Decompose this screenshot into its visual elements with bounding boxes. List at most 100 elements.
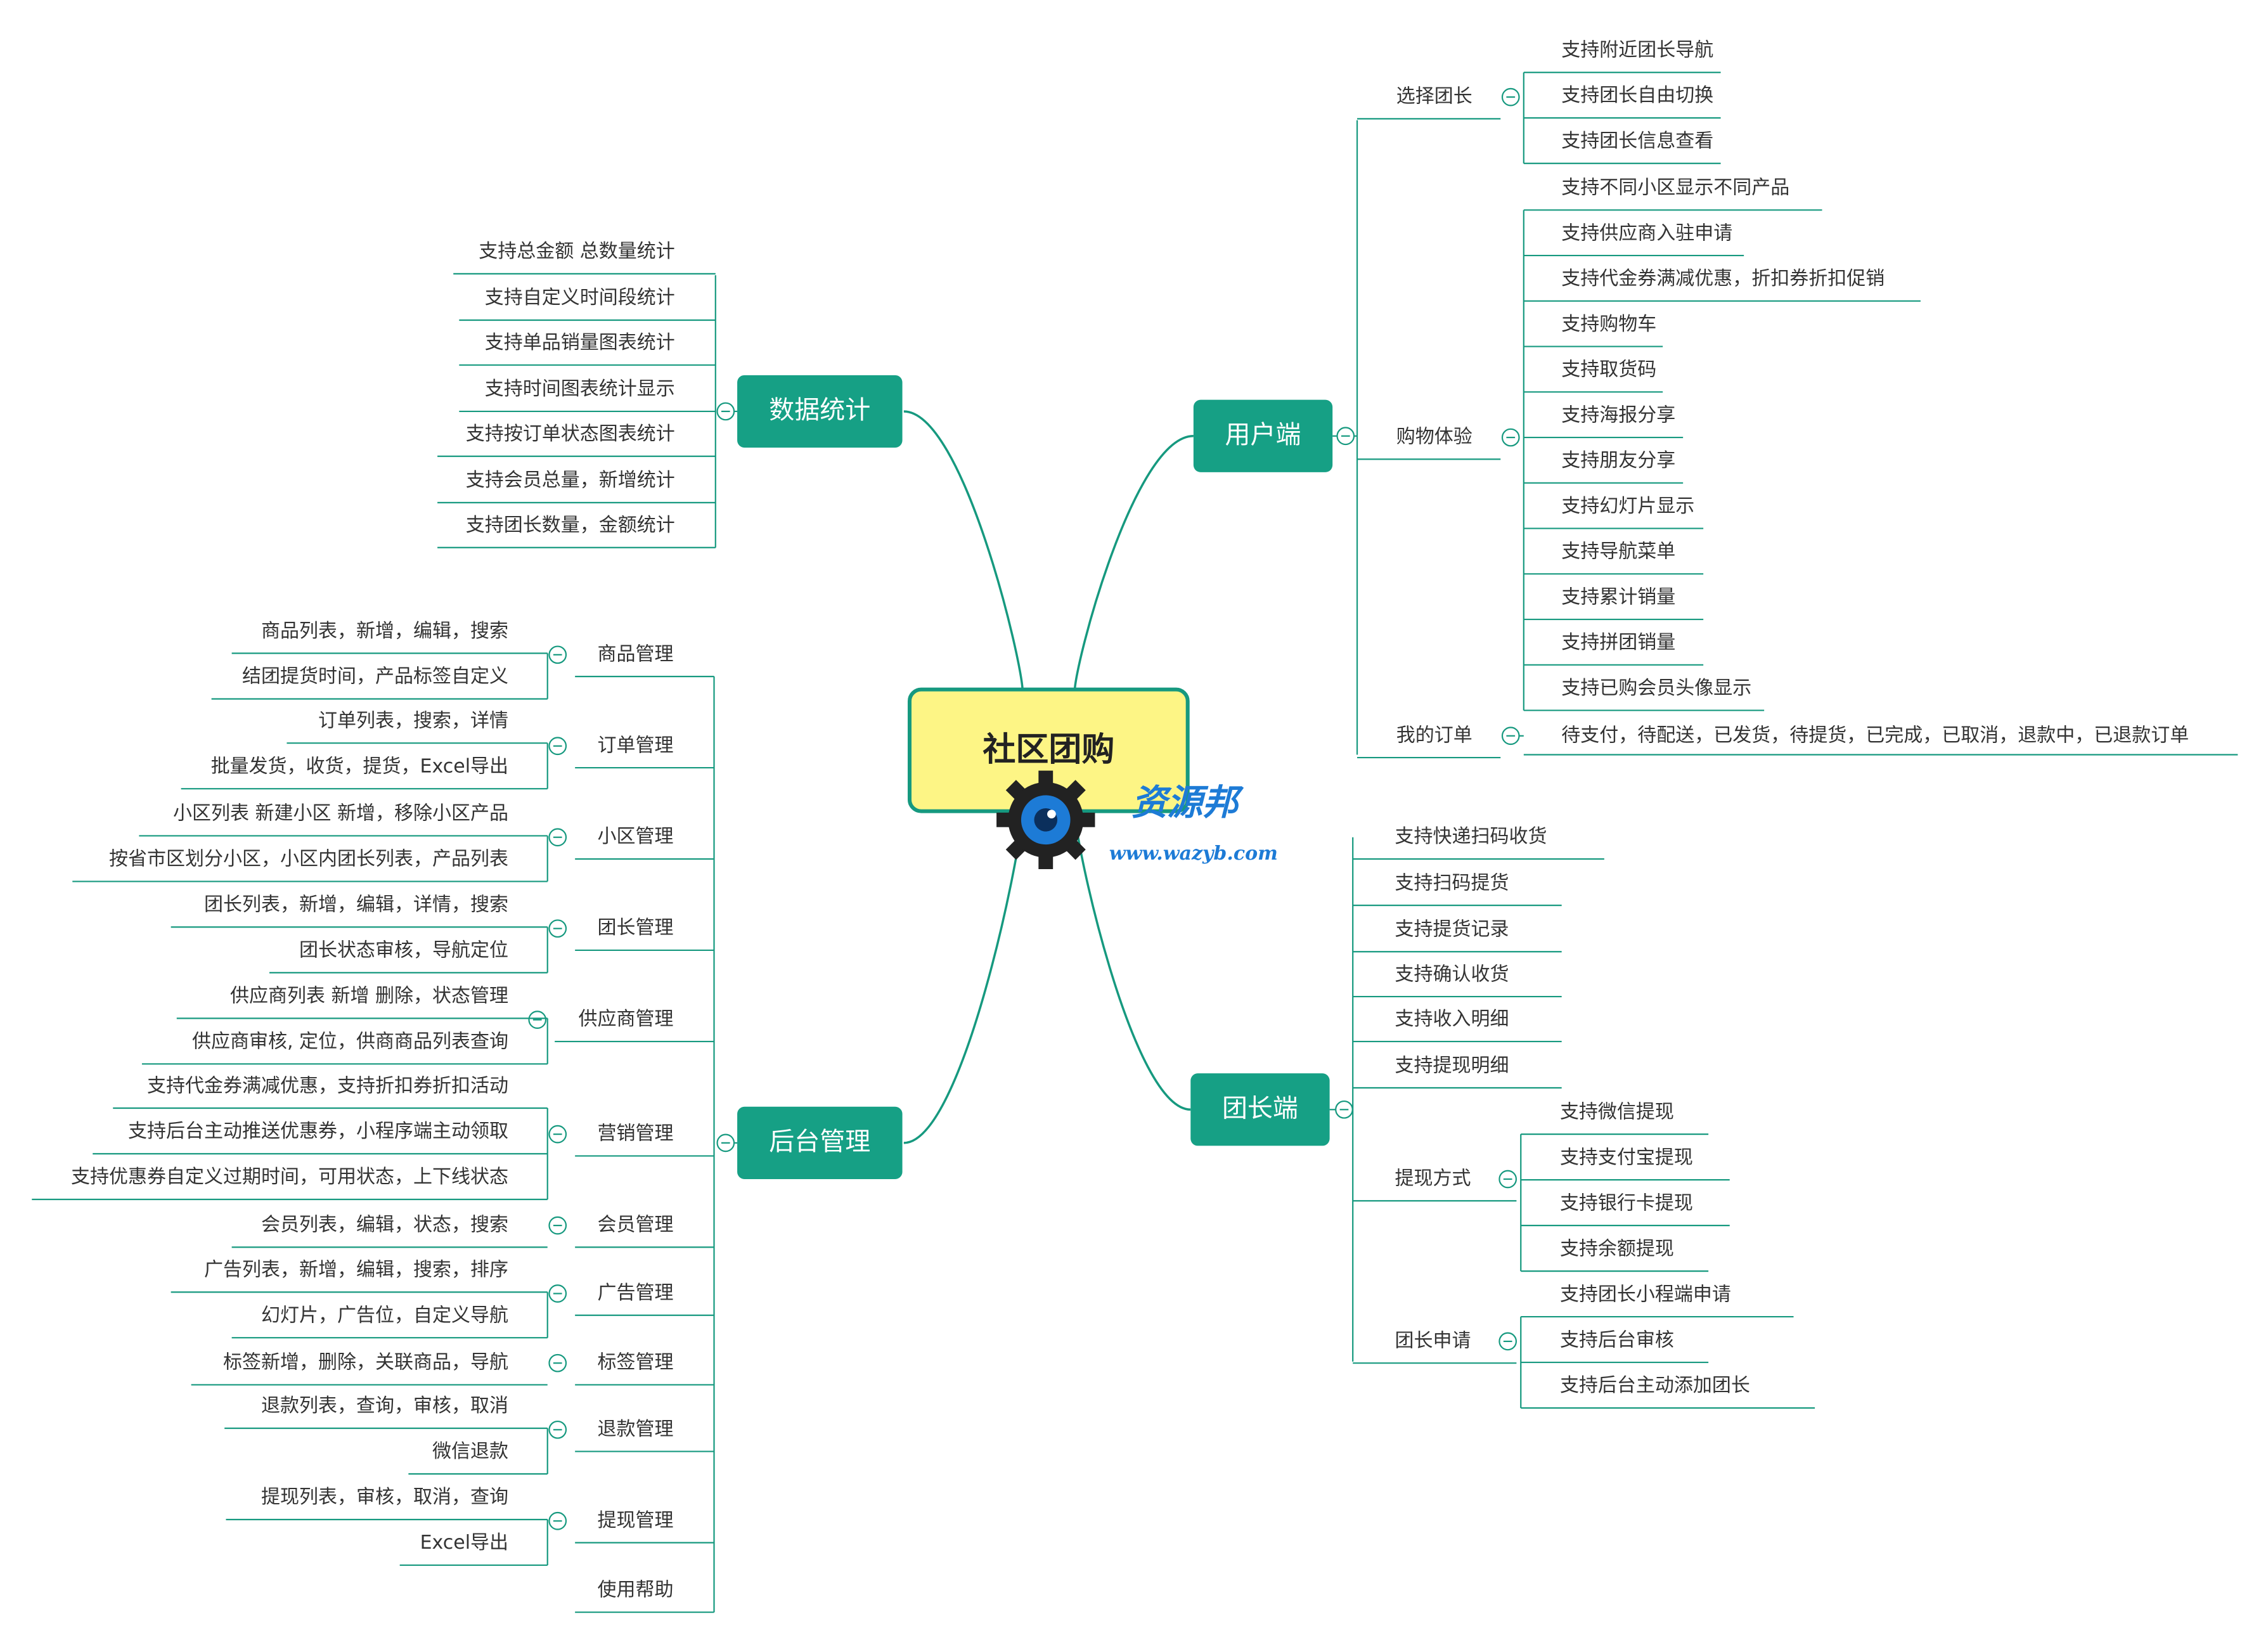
leaf-item: 提现列表，审核，取消，查询 bbox=[261, 1486, 508, 1508]
leaf-item: 支持附近团长导航 bbox=[1561, 39, 1713, 61]
leaf-item: 支持后台主动添加团长 bbox=[1560, 1374, 1750, 1397]
leaf-item: 支持单品销量图表统计 bbox=[485, 332, 675, 354]
subtopic-leader-item: 支持确认收货 bbox=[1395, 963, 1509, 985]
collapse-toggle-icon[interactable] bbox=[1501, 726, 1520, 746]
watermark-url: www.wazyb.com bbox=[1109, 843, 1278, 865]
subtopic-admin-item: 小区管理 bbox=[598, 825, 674, 848]
subtopic-my-orders: 我的订单 bbox=[1396, 724, 1472, 746]
subtopic-admin-item: 供应商管理 bbox=[579, 1008, 674, 1030]
leaf-item: 支持代金券满减优惠，支持折扣券折扣活动 bbox=[147, 1075, 508, 1097]
leaf-item: 团长状态审核，导航定位 bbox=[299, 939, 508, 962]
leaf-item: 支持微信提现 bbox=[1560, 1101, 1674, 1123]
leaf-item: 支持后台主动推送优惠券，小程序端主动领取 bbox=[128, 1120, 508, 1142]
collapse-leader-end-icon[interactable] bbox=[1335, 1100, 1353, 1119]
collapse-toggle-icon[interactable] bbox=[548, 1284, 567, 1303]
leaf-item: 支持团长小程端申请 bbox=[1560, 1283, 1731, 1305]
collapse-toggle-icon[interactable] bbox=[548, 1125, 567, 1144]
leaf-item: 待支付，待配送，已发货，待提货，已完成，已取消，退款中，已退款订单 bbox=[1561, 724, 2189, 746]
topic-data-stats[interactable]: 数据统计 bbox=[737, 375, 903, 448]
leaf-item: 支持购物车 bbox=[1561, 313, 1656, 335]
leaf-item: 按省市区划分小区，小区内团长列表，产品列表 bbox=[109, 848, 508, 870]
leaf-item: 团长列表，新增，编辑，详情，搜索 bbox=[204, 894, 508, 916]
leaf-item: 支持海报分享 bbox=[1561, 404, 1675, 426]
curve-root-user bbox=[1073, 435, 1194, 691]
collapse-toggle-icon[interactable] bbox=[548, 645, 567, 664]
leaf-item: 标签新增，删除，关联商品，导航 bbox=[223, 1352, 508, 1374]
leaf-item: 支持余额提现 bbox=[1560, 1237, 1674, 1260]
leaf-item: 广告列表，新增，编辑，搜索，排序 bbox=[204, 1258, 508, 1281]
collapse-data-stats-icon[interactable] bbox=[716, 402, 735, 421]
root-title: 社区团购 bbox=[983, 731, 1114, 769]
collapse-toggle-icon[interactable] bbox=[1501, 87, 1520, 107]
collapse-toggle-icon[interactable] bbox=[548, 1511, 567, 1530]
leaf-item: 支持时间图表统计显示 bbox=[485, 378, 675, 400]
topic-leader-end[interactable]: 团长端 bbox=[1190, 1073, 1330, 1146]
topic-leader-end-label: 团长端 bbox=[1222, 1094, 1298, 1123]
topic-backend-admin-label: 后台管理 bbox=[769, 1127, 870, 1156]
subtopic-leader-item: 支持提货记录 bbox=[1395, 918, 1509, 940]
leaf-item: 退款列表，查询，审核，取消 bbox=[261, 1395, 508, 1417]
subtopic-admin-item: 使用帮助 bbox=[598, 1579, 674, 1601]
leaf-item: 支持自定义时间段统计 bbox=[485, 287, 675, 309]
leaf-item: 支持后台审核 bbox=[1560, 1329, 1674, 1351]
leaf-item: 支持供应商入驻申请 bbox=[1561, 222, 1732, 244]
leaf-item: 结团提货时间，产品标签自定义 bbox=[242, 666, 508, 688]
leaf-item: 支持累计销量 bbox=[1561, 586, 1675, 608]
leaf-item: 支持总金额 总数量统计 bbox=[479, 240, 675, 262]
leaf-item: 支持已购会员头像显示 bbox=[1561, 677, 1751, 699]
subtopic-leader-item: 支持快递扫码收货 bbox=[1395, 825, 1547, 848]
leaf-item: 支持取货码 bbox=[1561, 359, 1656, 381]
pupil-glint-icon bbox=[1047, 810, 1056, 819]
collapse-toggle-icon[interactable] bbox=[548, 1353, 567, 1372]
leaf-item: 支持导航菜单 bbox=[1561, 541, 1675, 563]
collapse-user-end-icon[interactable] bbox=[1336, 427, 1355, 446]
subtopic-admin-item: 会员管理 bbox=[598, 1214, 674, 1236]
subtopic-leader-item: 支持扫码提货 bbox=[1395, 872, 1509, 894]
collapse-toggle-icon[interactable] bbox=[548, 1420, 567, 1439]
topic-backend-admin[interactable]: 后台管理 bbox=[737, 1106, 903, 1179]
collapse-toggle-icon[interactable] bbox=[1498, 1332, 1517, 1351]
leaf-item: 小区列表 新建小区 新增，移除小区产品 bbox=[173, 803, 508, 825]
leaf-item: Excel导出 bbox=[420, 1532, 508, 1554]
leaf-item: 商品列表，新增，编辑，搜索 bbox=[261, 620, 508, 642]
collapse-toggle-icon[interactable] bbox=[528, 1010, 547, 1029]
leaf-item: 支持支付宝提现 bbox=[1560, 1146, 1693, 1168]
subtopic-admin-item: 订单管理 bbox=[598, 734, 674, 756]
collapse-toggle-icon[interactable] bbox=[1498, 1170, 1517, 1189]
topic-user-end[interactable]: 用户端 bbox=[1193, 399, 1333, 472]
leaf-item: 支持优惠券自定义过期时间，可用状态，上下线状态 bbox=[71, 1166, 508, 1188]
leaf-item: 支持不同小区显示不同产品 bbox=[1561, 177, 1789, 199]
subtopic-leader-item: 支持收入明细 bbox=[1395, 1008, 1509, 1030]
leaf-item: 支持代金券满减优惠，折扣券折扣促销 bbox=[1561, 268, 1885, 290]
collapse-toggle-icon[interactable] bbox=[548, 1216, 567, 1235]
leaf-item: 幻灯片，广告位，自定义导航 bbox=[261, 1304, 508, 1326]
subtopic-leader-item: 团长申请 bbox=[1395, 1329, 1471, 1352]
subtopic-admin-item: 营销管理 bbox=[598, 1123, 674, 1145]
curve-root-stats bbox=[903, 410, 1024, 691]
leaf-item: 支持拼团销量 bbox=[1561, 631, 1675, 654]
subtopic-admin-item: 退款管理 bbox=[598, 1418, 674, 1440]
subtopic-leader-item: 提现方式 bbox=[1395, 1167, 1471, 1189]
collapse-backend-admin-icon[interactable] bbox=[716, 1133, 735, 1153]
leaf-item: 支持按订单状态图表统计 bbox=[466, 423, 675, 445]
leaf-item: 支持银行卡提现 bbox=[1560, 1192, 1693, 1214]
collapse-toggle-icon[interactable] bbox=[1501, 428, 1520, 447]
subtopic-admin-item: 广告管理 bbox=[598, 1282, 674, 1304]
collapse-toggle-icon[interactable] bbox=[548, 919, 567, 938]
collapse-toggle-icon[interactable] bbox=[548, 828, 567, 847]
leaf-item: 会员列表，编辑，状态，搜索 bbox=[261, 1214, 508, 1236]
collapse-toggle-icon[interactable] bbox=[548, 737, 567, 756]
leaf-item: 支持会员总量，新增统计 bbox=[466, 469, 675, 491]
leaf-item: 支持幻灯片显示 bbox=[1561, 495, 1694, 517]
leaf-item: 支持团长自由切换 bbox=[1561, 84, 1713, 107]
topic-data-stats-label: 数据统计 bbox=[769, 396, 870, 425]
leaf-item: 支持团长数量，金额统计 bbox=[466, 514, 675, 536]
subtopic-admin-item: 商品管理 bbox=[598, 643, 674, 665]
subtopic-admin-item: 团长管理 bbox=[598, 917, 674, 939]
leaf-item: 支持团长信息查看 bbox=[1561, 130, 1713, 152]
subtopic-leader-item: 支持提现明细 bbox=[1395, 1054, 1509, 1076]
leaf-item: 供应商列表 新增 删除，状态管理 bbox=[230, 985, 508, 1007]
topic-user-end-label: 用户端 bbox=[1225, 420, 1301, 449]
